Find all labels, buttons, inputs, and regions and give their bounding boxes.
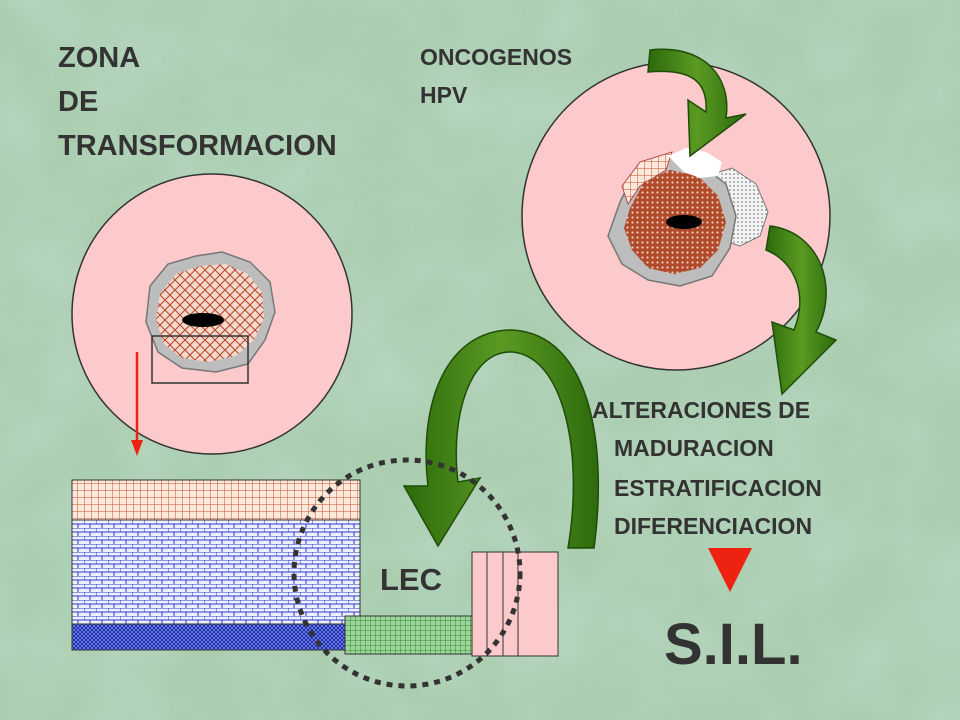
- lec-lesion-block: [344, 615, 488, 655]
- alterations-line-2: MADURACION: [614, 435, 774, 461]
- left-cervix: [71, 173, 353, 455]
- red-down-arrow: [131, 352, 143, 456]
- left-lesion-core: [156, 264, 264, 362]
- pink-cell-columns: [471, 551, 559, 657]
- alterations-line-1: ALTERACIONES DE: [592, 397, 811, 423]
- lec-label: LEC: [380, 562, 442, 597]
- lec-dotted-circle: [291, 457, 523, 689]
- left-cervical-os: [182, 313, 224, 327]
- oncogenes-line-1: ONCOGENOS: [420, 44, 573, 70]
- title-line-3: TRANSFORMACION: [58, 130, 337, 162]
- sil-label: S.I.L.: [664, 612, 803, 677]
- alterations-line-4: DIFERENCIACION: [614, 513, 813, 539]
- right-cervical-os: [666, 215, 702, 229]
- right-lesion-white-cap: [668, 148, 722, 178]
- epithelium-block: [71, 479, 559, 657]
- title-line-2: DE: [58, 86, 99, 118]
- green-arrow-lec: [402, 329, 600, 549]
- red-triangle-arrow: [708, 548, 752, 592]
- green-arrow-oncogenes: [647, 48, 747, 158]
- right-lesion-hatch: [621, 151, 673, 205]
- alterations-line-3: ESTRATIFICACION: [614, 475, 822, 501]
- green-arrow-alterations: [765, 225, 838, 396]
- oncogenes-line-2: HPV: [420, 82, 468, 108]
- title-line-1: ZONA: [58, 42, 141, 74]
- right-cervix: [521, 61, 831, 371]
- left-zoom-box: [151, 335, 249, 384]
